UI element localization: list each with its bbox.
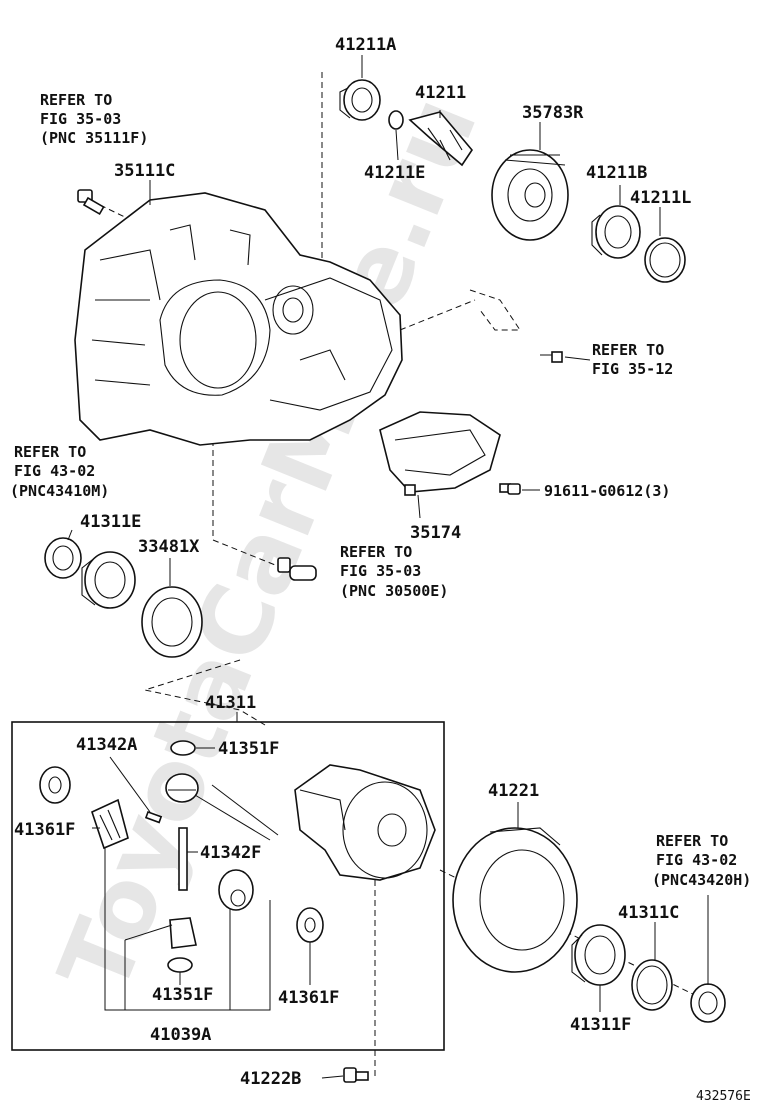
seal-33481x: [141, 586, 203, 658]
pinion-shaft-41342f: [178, 827, 188, 891]
differential-case: [294, 764, 436, 881]
label-41311c: 41311C: [618, 903, 679, 923]
ref-fig-35-12: REFER TO FIG 35-12: [592, 341, 673, 378]
label-41361f-left: 41361F: [14, 820, 75, 840]
label-41311e: 41311E: [80, 512, 141, 532]
ring-gear-41221: [452, 827, 578, 973]
svg-text:FIG 35-03: FIG 35-03: [40, 110, 121, 128]
ring-41311c: [631, 959, 673, 1011]
bolt-41222b: [343, 1067, 369, 1083]
label-35783r: 35783R: [522, 103, 584, 123]
bolt-91611: [499, 483, 521, 495]
svg-text:REFER TO: REFER TO: [656, 832, 728, 850]
cover-35174: [379, 411, 501, 496]
bearing-41311f: [571, 924, 626, 986]
label-41351f-top: 41351F: [218, 739, 279, 759]
label-41311: 41311: [205, 693, 256, 713]
svg-text:(PNC43420H): (PNC43420H): [652, 871, 751, 889]
ref-fig-35-03-pnc-30500e: REFER TO FIG 35-03 (PNC 30500E): [340, 543, 448, 600]
bolt-pnc-30500e: [277, 557, 317, 581]
pin-41342a: [144, 810, 163, 824]
oil-seal-41311e: [44, 537, 82, 579]
bearing-41211b: [591, 205, 641, 259]
label-41211e: 41211E: [364, 163, 425, 183]
case-bolt-top: [77, 189, 105, 216]
ref-fig-43-02-pnc43420h: REFER TO FIG 43-02 (PNC43420H): [652, 832, 751, 889]
svg-text:FIG 35-12: FIG 35-12: [592, 360, 673, 378]
svg-text:REFER TO: REFER TO: [340, 543, 412, 561]
label-41211l: 41211L: [630, 188, 691, 208]
washer-41351f-bottom: [167, 957, 193, 973]
svg-text:(PNC 30500E): (PNC 30500E): [340, 582, 448, 600]
thrust-washer-41361f-right: [296, 907, 324, 943]
label-41211b: 41211B: [586, 163, 647, 183]
svg-text:REFER TO: REFER TO: [592, 341, 664, 359]
washer-41211e: [388, 110, 404, 130]
label-91611: 91611-G0612(3): [544, 482, 670, 500]
drive-pinion-41211: [408, 111, 473, 167]
gear-35783r: [491, 149, 569, 241]
label-41342f: 41342F: [200, 843, 261, 863]
label-41342a: 41342A: [76, 735, 137, 755]
bearing-41211a: [339, 79, 381, 121]
label-41361f-right: 41361F: [278, 988, 339, 1008]
svg-text:FIG 43-02: FIG 43-02: [14, 462, 95, 480]
label-41211a: 41211A: [335, 35, 396, 55]
svg-text:FIG 43-02: FIG 43-02: [656, 851, 737, 869]
bracket-fig-35-12: [469, 289, 563, 363]
svg-text:(PNC43410M): (PNC43410M): [10, 482, 109, 500]
thrust-washer-41361f-left: [39, 766, 71, 804]
washer-41351f-top: [170, 740, 196, 756]
svg-text:REFER TO: REFER TO: [14, 443, 86, 461]
label-41222b: 41222B: [240, 1069, 301, 1089]
pinion-gear-left: [91, 798, 129, 850]
label-33481x: 33481X: [138, 537, 200, 557]
ref-fig-35-03-pnc-35111f: REFER TO FIG 35-03 (PNC 35111F): [40, 91, 148, 147]
label-41311f: 41311F: [570, 1015, 631, 1035]
svg-text:FIG 35-03: FIG 35-03: [340, 562, 421, 580]
label-41221: 41221: [488, 781, 539, 801]
label-41211: 41211: [415, 83, 466, 103]
bearing-41311e: [81, 551, 136, 609]
side-gear-lower: [169, 917, 197, 949]
label-41039a: 41039A: [150, 1025, 211, 1045]
label-35111c: 35111C: [114, 161, 175, 181]
ring-41211l: [644, 237, 686, 283]
figure-id: 432576E: [696, 1089, 751, 1104]
ref-fig-43-02-pnc43410m: REFER TO FIG 43-02 (PNC43410M): [10, 443, 109, 500]
transmission-case: [74, 192, 403, 446]
label-41351f-bottom: 41351F: [152, 985, 213, 1005]
svg-text:(PNC 35111F): (PNC 35111F): [40, 129, 148, 147]
side-gear-upper: [165, 773, 199, 803]
oil-seal-pnc43420h: [690, 983, 726, 1023]
label-35174: 35174: [410, 523, 461, 543]
svg-text:REFER TO: REFER TO: [40, 91, 112, 109]
pinion-gear-right: [218, 869, 254, 911]
differential-kit-box: [11, 721, 445, 1051]
